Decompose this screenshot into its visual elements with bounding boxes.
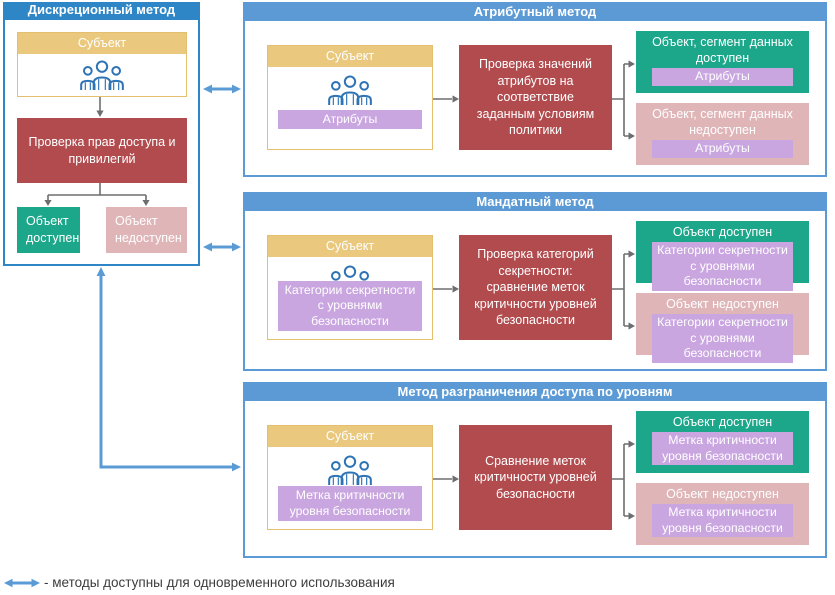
result-denied-label: Метка критичности уровня безопасности	[652, 504, 793, 537]
result-denied-title: Объект недоступен	[666, 297, 779, 311]
result-denied: Объект недоступен Метка критичности уров…	[636, 483, 809, 545]
result-granted: Объект, сегмент данных доступен Атрибуты	[636, 31, 809, 93]
panel-levels: Метод разграничения доступа по уровням С…	[243, 382, 827, 558]
subject-title: Субъект	[268, 46, 432, 67]
panel-levels-body: Субъект Метка критичности уровня безопас…	[243, 401, 827, 558]
check-box: Проверка прав доступа и привилегий	[17, 118, 187, 183]
panel-attribute-title: Атрибутный метод	[243, 2, 827, 21]
result-granted-title: Объект доступен	[672, 415, 773, 429]
panel-discretionary: Дискреционный метод Субъект	[3, 2, 200, 266]
panel-attribute: Атрибутный метод Субъект Атрибуты Провер…	[243, 2, 827, 177]
result-granted: Объект доступен	[17, 207, 80, 253]
panel-mandatory-body: Субъект Категории секретности с уровнями…	[243, 211, 827, 371]
subject-card: Субъект	[17, 32, 187, 97]
result-denied: Объект недоступен	[106, 207, 187, 253]
result-denied: Объект, сегмент данных недоступен Атрибу…	[636, 103, 809, 165]
check-box: Проверка значений атрибутов на соответст…	[459, 45, 612, 150]
result-denied-title: Объект недоступен	[666, 487, 779, 501]
result-granted-label: Метка критичности уровня безопасности	[652, 432, 793, 465]
people-icon	[80, 60, 124, 90]
subject-title: Субъект	[18, 33, 186, 54]
panel-discretionary-title: Дискреционный метод	[3, 2, 200, 18]
subject-title: Субъект	[268, 426, 432, 447]
panel-levels-title: Метод разграничения доступа по уровням	[243, 382, 827, 401]
subject-icon-area	[268, 68, 432, 112]
subject-attributes-label: Атрибуты	[278, 109, 422, 129]
result-granted-label: Категории секретности с уровнями безопас…	[652, 242, 793, 291]
check-box: Проверка категорий секретности: сравнени…	[459, 235, 612, 340]
result-granted: Объект доступен Метка критичности уровня…	[636, 411, 809, 473]
panel-discretionary-body: Субъект	[3, 18, 200, 266]
people-icon	[328, 75, 372, 105]
panel-mandatory-title: Мандатный метод	[243, 192, 827, 211]
people-icon	[328, 455, 372, 485]
subject-mark-label: Метка критичности уровня безопасности	[278, 486, 422, 521]
subject-categories-label: Категории секретности с уровнями безопас…	[278, 280, 422, 331]
result-granted: Объект доступен Категории секретности с …	[636, 221, 809, 291]
panel-attribute-body: Субъект Атрибуты Проверка значений атриб…	[243, 21, 827, 177]
subject-card: Субъект Метка критичности уровня безопас…	[267, 425, 433, 530]
panel-mandatory: Мандатный метод Субъект Категории секрет…	[243, 192, 827, 371]
check-box: Сравнение меток критичности уровней безо…	[459, 425, 612, 530]
result-denied: Объект недоступен Категории секретности …	[636, 293, 809, 363]
legend-text: - методы доступны для одновременного исп…	[44, 575, 395, 590]
subject-title: Субъект	[268, 236, 432, 257]
subject-card: Субъект Категории секретности с уровнями…	[267, 235, 433, 340]
subject-icon-area	[268, 448, 432, 492]
result-granted-label: Атрибуты	[652, 68, 793, 86]
result-denied-label: Атрибуты	[652, 140, 793, 158]
result-denied-title: Объект, сегмент данных недоступен	[652, 107, 793, 137]
subject-card: Субъект Атрибуты	[267, 45, 433, 150]
result-granted-title: Объект доступен	[672, 225, 773, 239]
subject-icon-area	[18, 54, 186, 96]
result-denied-label: Категории секретности с уровнями безопас…	[652, 314, 793, 363]
result-granted-title: Объект, сегмент данных доступен	[652, 35, 793, 65]
